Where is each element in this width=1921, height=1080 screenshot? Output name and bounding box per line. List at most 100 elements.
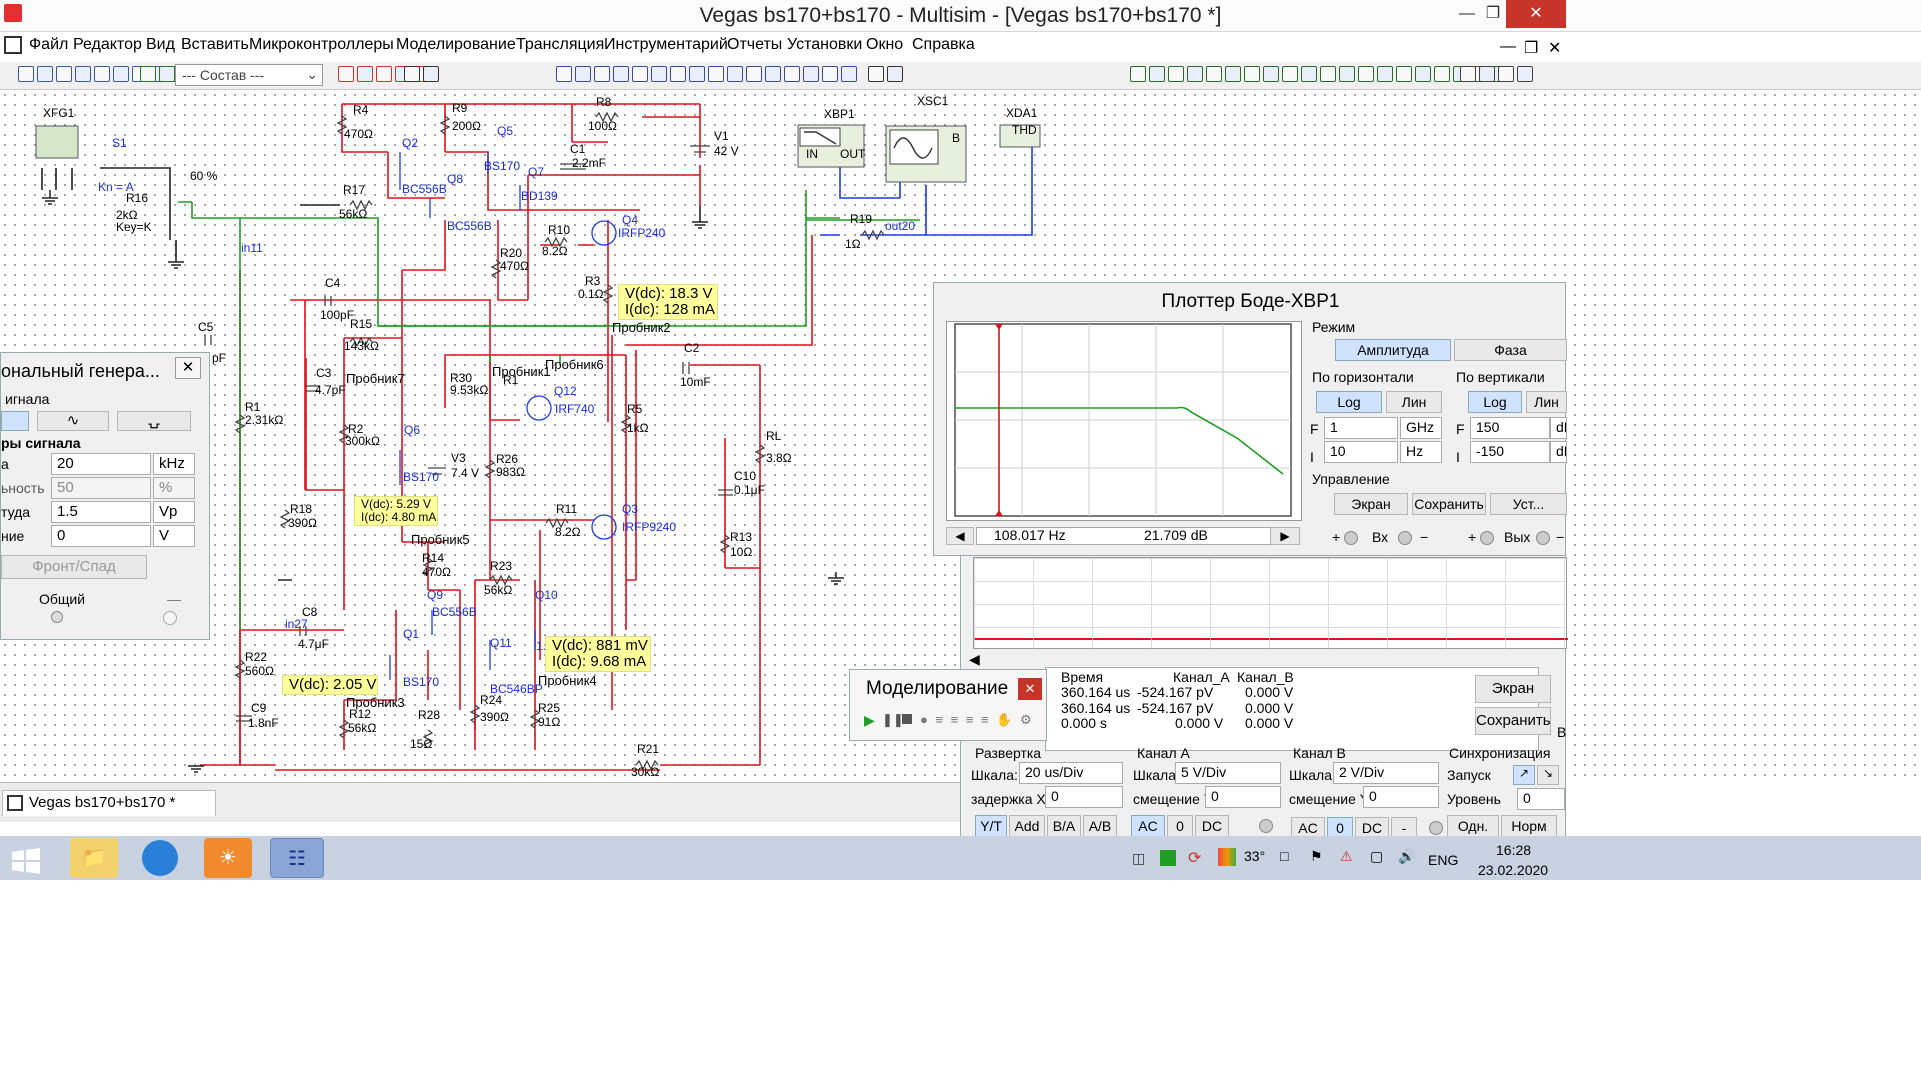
document-tab[interactable]: Vegas bs170+bs170 * [2, 790, 216, 816]
toolbar-button-2-0[interactable] [338, 66, 354, 82]
toolbar-button-3-0[interactable] [404, 66, 420, 82]
toolbar-button-4-9[interactable] [727, 66, 743, 82]
toolbar-button-4-7[interactable] [689, 66, 705, 82]
toolbar-button-6-1[interactable] [1149, 66, 1165, 82]
toolbar-button-0-5[interactable] [113, 66, 129, 82]
toolbar-button-1-0[interactable] [140, 66, 156, 82]
tray-display-icon[interactable]: ▢ [1370, 848, 1384, 864]
menu-transfer[interactable]: Трансляция [516, 36, 605, 53]
cha-terminal-icon[interactable] [1259, 819, 1273, 833]
common-terminal-icon[interactable] [51, 611, 63, 623]
toolbar-button-4-6[interactable] [670, 66, 686, 82]
toolbar-button-0-2[interactable] [56, 66, 72, 82]
v-i-input[interactable]: -150 [1470, 441, 1550, 463]
cha-ac-button[interactable]: AC [1131, 815, 1165, 837]
h-i-unit[interactable]: Hz [1400, 441, 1442, 463]
amplitude-mode-button[interactable]: Амплитуда [1335, 339, 1451, 361]
phase-mode-button[interactable]: Фаза [1454, 339, 1567, 361]
menu-simulate[interactable]: Моделирование [396, 36, 516, 53]
h-f-unit[interactable]: GHz [1400, 417, 1442, 439]
toolbar-button-5-0[interactable] [868, 66, 884, 82]
toolbar-button-6-13[interactable] [1377, 66, 1393, 82]
v-lin-button[interactable]: Лин [1526, 391, 1567, 413]
sine-wave-button[interactable] [1, 411, 29, 431]
bode-settings-button[interactable]: Уст... [1490, 493, 1567, 515]
level-input[interactable]: 0 [1517, 788, 1565, 810]
freq-input[interactable]: 20 [51, 453, 151, 475]
amplitude-unit[interactable]: Vp [153, 501, 195, 523]
toolbar-button-6-9[interactable] [1301, 66, 1317, 82]
tray-sync-icon[interactable]: ⟳ [1188, 850, 1202, 867]
uc-browser-icon[interactable]: ☀ [204, 838, 252, 878]
toolbar-button-4-11[interactable] [765, 66, 781, 82]
close-button[interactable]: ✕ [1506, 0, 1566, 28]
scope-save-button[interactable]: Сохранить [1475, 707, 1551, 735]
toolbar-button-7-3[interactable] [1517, 66, 1533, 82]
cursor-right-button[interactable]: ▶ [1270, 527, 1300, 545]
bode-save-button[interactable]: Сохранить [1412, 493, 1486, 515]
tray-app-icon[interactable] [1160, 850, 1176, 866]
menu-view[interactable]: Вид [146, 36, 175, 53]
tray-volume-icon[interactable]: 🔊 [1398, 848, 1416, 864]
chb-dc-button[interactable]: DC [1355, 817, 1389, 839]
browser-icon[interactable] [136, 838, 184, 878]
chb-scale-input[interactable]: 2 V/Div [1333, 762, 1439, 784]
toolbar-button-6-0[interactable] [1130, 66, 1146, 82]
freq-unit[interactable]: kHz [153, 453, 195, 475]
toolbar-button-6-5[interactable] [1225, 66, 1241, 82]
yt-button[interactable]: Y/T [975, 815, 1007, 837]
probe-3-readout[interactable]: V(dc): 2.05 V [282, 675, 378, 695]
toolbar-button-6-2[interactable] [1168, 66, 1184, 82]
menu-help[interactable]: Справка [912, 36, 975, 53]
toolbar-button-4-8[interactable] [708, 66, 724, 82]
tray-time[interactable]: 16:28 [1496, 842, 1532, 858]
toolbar-button-4-0[interactable] [556, 66, 572, 82]
toolbar-button-6-16[interactable] [1434, 66, 1450, 82]
single-trigger-button[interactable]: Одн. [1447, 815, 1499, 837]
tray-audio-level-icon[interactable] [1218, 848, 1236, 866]
chb-offset-input[interactable]: 0 [1363, 786, 1439, 808]
toolbar-button-4-14[interactable] [822, 66, 838, 82]
tray-weather-temp[interactable]: 33° [1244, 848, 1266, 864]
menu-edit[interactable]: Редактор [73, 36, 142, 53]
duty-input[interactable]: 50 [51, 477, 151, 499]
toolbar-button-0-0[interactable] [18, 66, 34, 82]
h-log-button[interactable]: Log [1316, 391, 1382, 413]
toolbar-button-6-11[interactable] [1339, 66, 1355, 82]
chb-terminal-icon[interactable] [1429, 821, 1443, 835]
toolbar-button-4-2[interactable] [594, 66, 610, 82]
h-f-input[interactable]: 1 [1324, 417, 1398, 439]
simulation-close-icon[interactable]: ✕ [1018, 678, 1042, 700]
rise-fall-button[interactable]: Фронт/Спад [1, 555, 147, 579]
toolbar-button-6-14[interactable] [1396, 66, 1412, 82]
scope-scroll-left-icon[interactable]: ◀ [969, 651, 980, 667]
toolbar-button-6-3[interactable] [1187, 66, 1203, 82]
v-log-button[interactable]: Log [1468, 391, 1522, 413]
toolbar-button-6-4[interactable] [1206, 66, 1222, 82]
toolbar-button-6-10[interactable] [1320, 66, 1336, 82]
bode-screen-button[interactable]: Экран [1334, 493, 1408, 515]
minimize-button[interactable]: — [1459, 5, 1475, 22]
tray-language[interactable]: ENG [1428, 852, 1459, 868]
probe-5-readout[interactable]: V(dc): 5.29 V I(dc): 4.80 mA [354, 496, 438, 526]
toolbar-button-6-8[interactable] [1282, 66, 1298, 82]
menu-tools[interactable]: Инструментарий [604, 36, 728, 53]
toolbar-button-7-1[interactable] [1479, 66, 1495, 82]
maximize-button[interactable]: ❐ [1485, 5, 1501, 22]
ab-button[interactable]: A/B [1083, 815, 1117, 837]
toolbar-button-7-0[interactable] [1460, 66, 1476, 82]
func-gen-close-icon[interactable]: ✕ [175, 357, 201, 379]
toolbar-button-4-1[interactable] [575, 66, 591, 82]
offset-unit[interactable]: V [153, 525, 195, 547]
pause-icon[interactable]: ❚❚ [882, 712, 904, 727]
menu-mcu[interactable]: Микроконтроллеры [249, 36, 394, 53]
v-f-unit[interactable]: dE [1550, 417, 1567, 439]
tray-flag-icon[interactable]: ⚑ [1310, 848, 1323, 864]
toolbar-button-0-4[interactable] [94, 66, 110, 82]
start-icon[interactable] [8, 846, 44, 876]
toolbar-button-2-1[interactable] [357, 66, 373, 82]
add-button[interactable]: Add [1009, 815, 1045, 837]
probe-2-readout[interactable]: V(dc): 18.3 V I(dc): 128 mA [618, 284, 718, 320]
toolbar-button-4-15[interactable] [841, 66, 857, 82]
